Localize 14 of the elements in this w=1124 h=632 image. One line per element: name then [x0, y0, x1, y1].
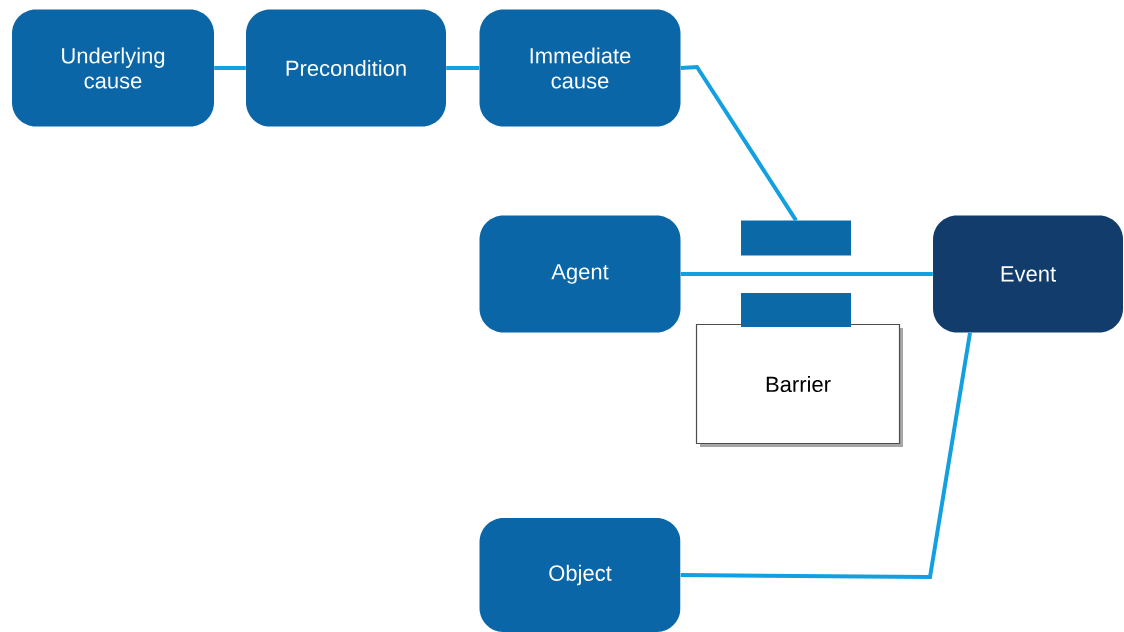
connector-line — [680, 272, 933, 276]
barrier-box: Barrier — [695, 323, 903, 447]
connector-line — [214, 66, 246, 70]
process-box: Agent — [479, 215, 681, 333]
connector-line — [680, 332, 972, 580]
barrier-bar — [741, 293, 851, 327]
process-box: Precondition — [246, 9, 446, 127]
process-box: Immediate cause — [479, 9, 681, 127]
connector-line — [446, 66, 480, 70]
event-box: Event — [933, 215, 1123, 333]
process-box: Object — [479, 518, 681, 632]
process-box: Underlying cause — [12, 9, 214, 127]
barrier-bar — [741, 220, 851, 256]
connector-line — [680, 64, 798, 222]
